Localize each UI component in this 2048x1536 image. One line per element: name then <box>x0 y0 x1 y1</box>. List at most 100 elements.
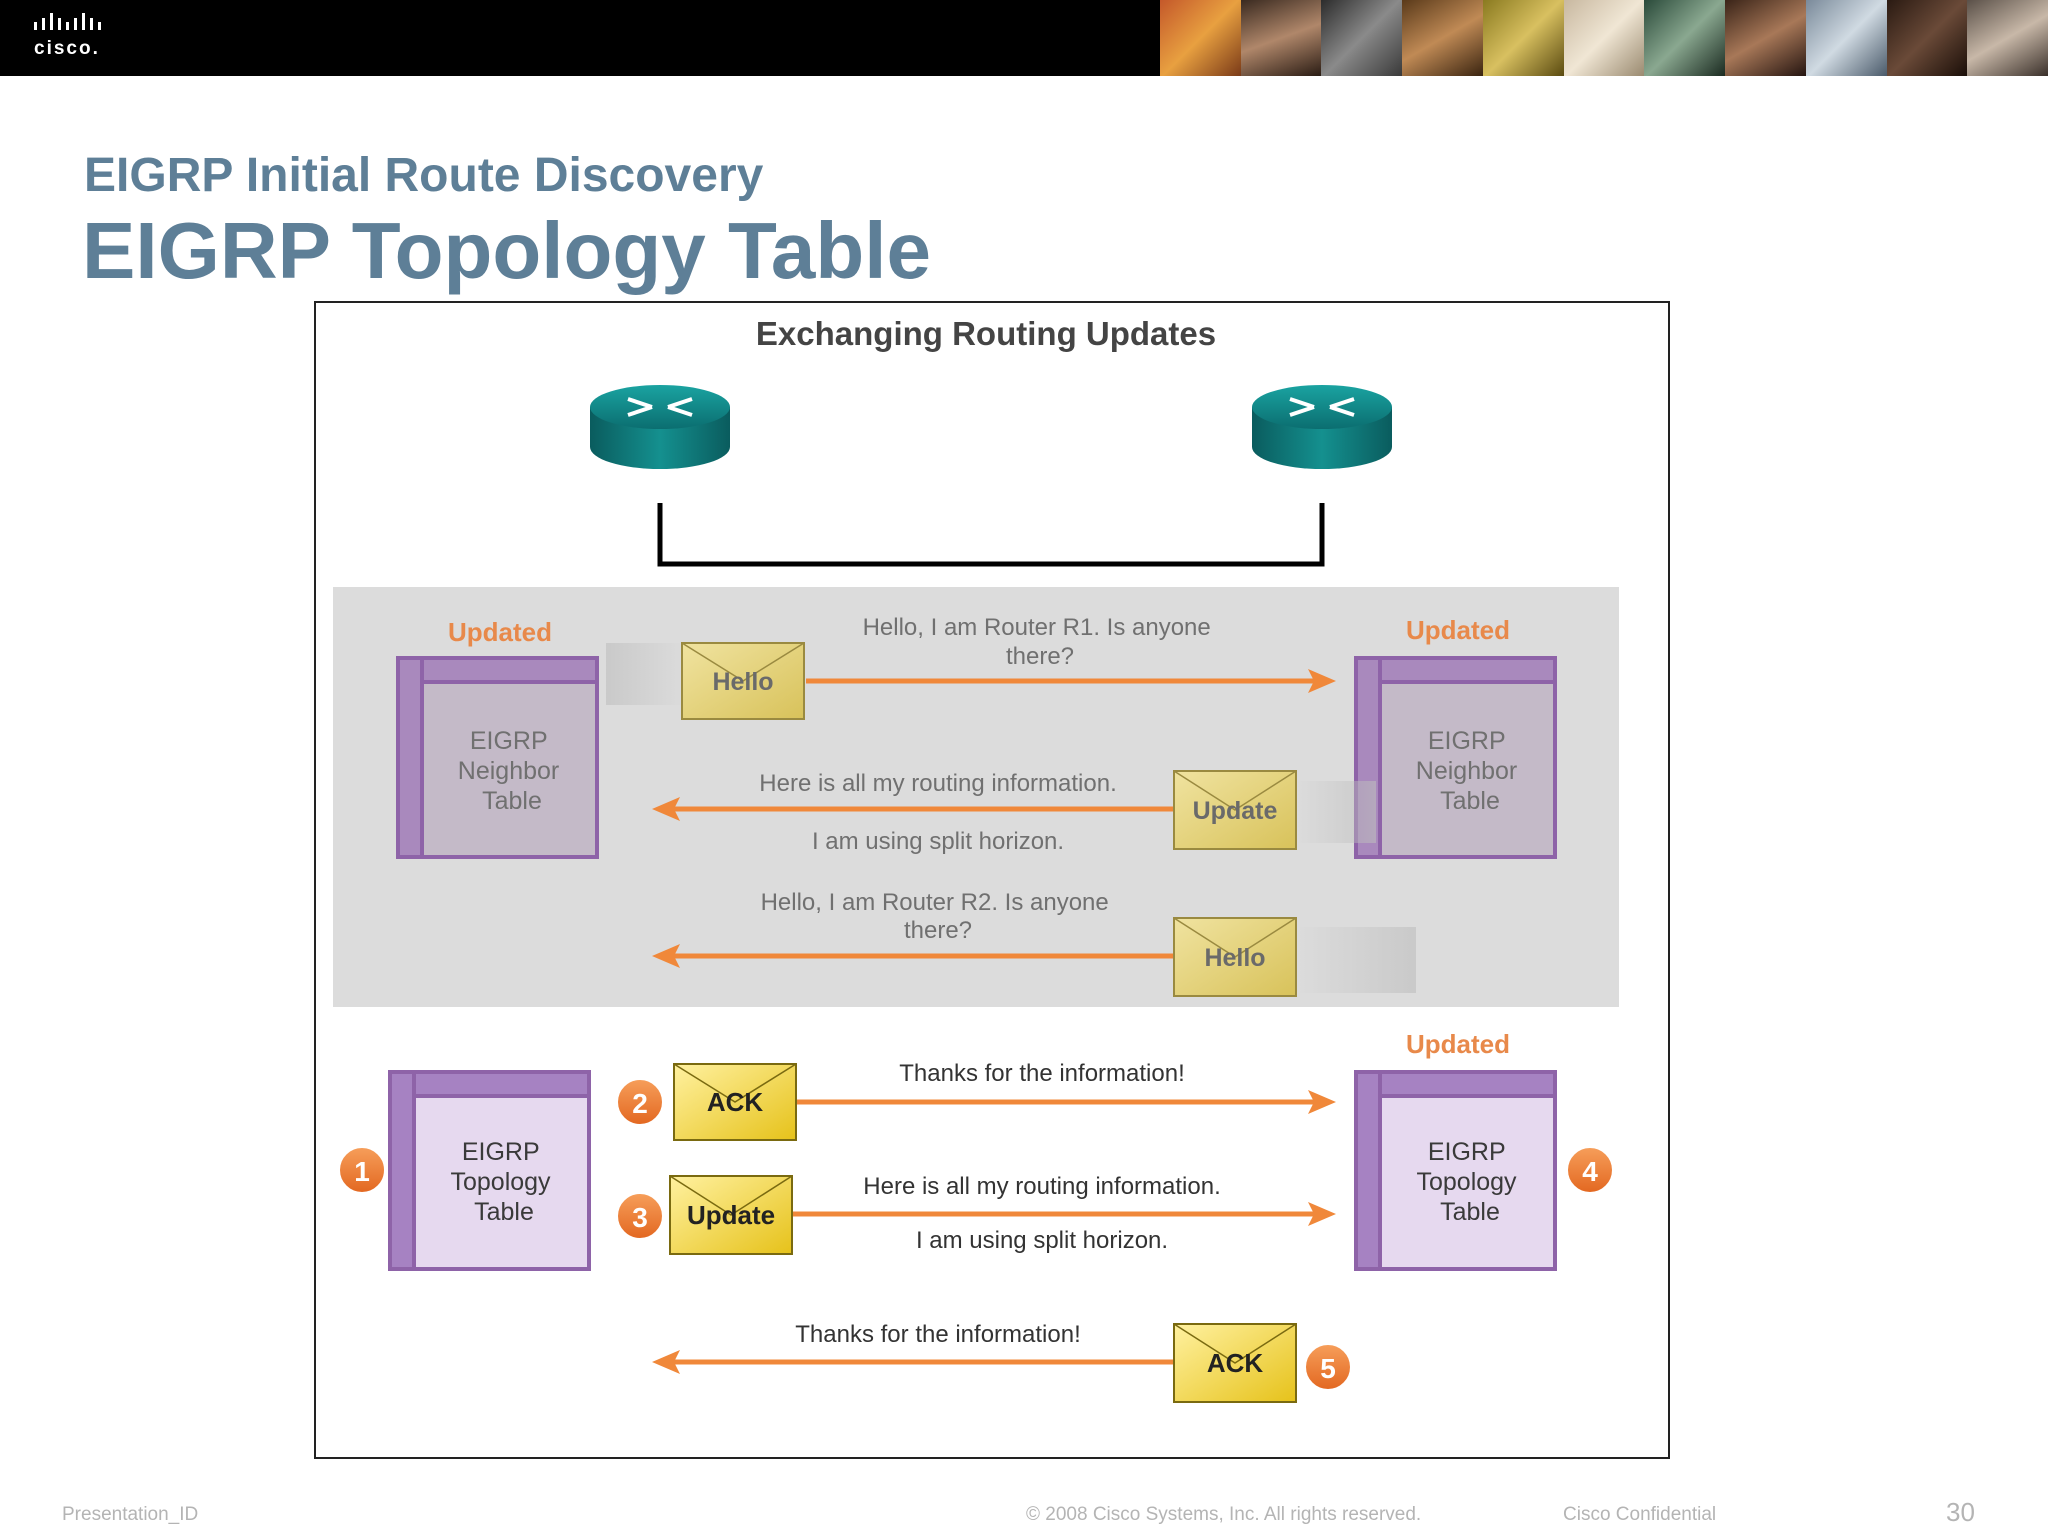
arrow-head-right <box>1308 1090 1336 1114</box>
neighbor-table-r2: EIGRP Neighbor Table <box>1354 656 1557 859</box>
table-body <box>1354 656 1557 859</box>
photo-tile <box>1160 0 1241 76</box>
slide-subtitle: EIGRP Initial Route Discovery <box>84 149 764 202</box>
message-line: Thanks for the information! <box>795 1321 1080 1348</box>
table-header-band <box>1354 656 1557 684</box>
photo-tile <box>1482 0 1564 76</box>
motion-trail <box>1296 781 1376 843</box>
table-text-line: Table <box>474 1198 534 1226</box>
photo-tile <box>1563 0 1645 76</box>
topology-table-r1: EIGRP Topology Table <box>388 1070 591 1271</box>
page-number: 30 <box>1946 1497 1975 1527</box>
table-side-band <box>388 1070 416 1271</box>
motion-trail <box>1296 927 1416 993</box>
step-marker-2: 2 <box>614 1076 666 1128</box>
step-number: 4 <box>1582 1156 1598 1187</box>
arrow-head-left <box>652 944 680 968</box>
arrow-head-left <box>652 797 680 821</box>
photo-tile <box>1321 0 1403 76</box>
cisco-bars-icon <box>34 13 101 30</box>
table-text-line: EIGRP <box>1428 727 1505 755</box>
step-marker-1: 1 <box>336 1144 388 1196</box>
step-number: 5 <box>1320 1353 1336 1384</box>
neighbor-table-r1: EIGRP Neighbor Table <box>396 656 599 859</box>
table-side-band <box>1354 1070 1382 1271</box>
message-line: Hello, I am Router R1. Is anyone <box>863 614 1211 641</box>
updated-label-r2-topology: Updated <box>1406 1029 1510 1059</box>
updated-label-r2-neighbor: Updated <box>1406 615 1510 645</box>
router-arrows-icon <box>627 397 693 417</box>
step-number: 1 <box>354 1156 370 1187</box>
packet-label: Hello <box>712 668 773 696</box>
footer-presentation-id: Presentation_ID <box>62 1504 199 1525</box>
ack-packet-r2: ACK <box>1173 1323 1297 1403</box>
photo-tile <box>1644 0 1726 76</box>
table-side-band <box>396 656 424 859</box>
motion-trail <box>606 643 686 705</box>
figure-heading: Exchanging Routing Updates <box>756 315 1216 352</box>
message-line: there? <box>1006 643 1074 670</box>
packet-label: Update <box>687 1200 775 1230</box>
table-text-line: EIGRP <box>470 727 547 755</box>
update-packet-r2: Update <box>1173 770 1297 850</box>
table-text-line: Table <box>1440 1198 1500 1226</box>
table-body <box>388 1070 591 1271</box>
hello-packet-r1: Hello <box>681 642 805 720</box>
router-label-r1: R1 <box>643 464 678 494</box>
updated-label-r1-neighbor: Updated <box>448 617 552 647</box>
message-line: there? <box>904 917 972 944</box>
table-header-band <box>1354 1070 1557 1098</box>
photo-tile <box>1886 0 1968 76</box>
packet-label: ACK <box>707 1087 764 1117</box>
router-top <box>1252 385 1392 429</box>
arrow-head-left <box>652 1350 680 1374</box>
arrow-head-right <box>1308 669 1336 693</box>
step-number: 3 <box>632 1202 648 1233</box>
message-line: Here is all my routing information. <box>759 770 1116 797</box>
svg-text:EIGRP Topology: EIGRP Topology Table <box>1416 1138 1523 1226</box>
table-text-line: Table <box>1440 787 1500 815</box>
photo-tile <box>1725 0 1806 76</box>
eigrp-figure: Exchanging Routing Updates R1 <box>314 301 1670 1459</box>
table-text-line: EIGRP <box>1428 1138 1505 1166</box>
svg-text:EIGRP Neighbor: EIGRP Neighbor Table <box>458 727 566 815</box>
slide-title: EIGRP Topology Table <box>82 206 931 295</box>
table-text-line: Neighbor <box>458 757 559 785</box>
message-line: I am using split horizon. <box>916 1227 1168 1254</box>
table-text-line: EIGRP <box>462 1138 539 1166</box>
message-line: Here is all my routing information. <box>863 1173 1220 1200</box>
topology-table-r2: EIGRP Topology Table <box>1354 1070 1557 1271</box>
message-line: Hello, I am Router R2. Is anyone <box>761 889 1109 916</box>
eigrp-diagram-svg: Exchanging Routing Updates R1 <box>333 315 1619 1403</box>
table-header-band <box>396 656 599 684</box>
footer-copyright: © 2008 Cisco Systems, Inc. All rights re… <box>1026 1504 1422 1525</box>
photo-tile <box>1967 0 2048 76</box>
footer-confidential: Cisco Confidential <box>1563 1504 1717 1525</box>
svg-text:EIGRP Topology: EIGRP Topology Table <box>450 1138 557 1226</box>
update-packet-r1: Update <box>669 1175 793 1255</box>
packet-label: Hello <box>1204 944 1265 972</box>
router-r1: R1 <box>590 385 730 494</box>
cisco-logo: cisco. <box>28 12 128 64</box>
photo-tile <box>1805 0 1887 76</box>
table-text-line: Topology <box>450 1168 551 1196</box>
packet-label: ACK <box>1207 1348 1264 1378</box>
table-text-line: Neighbor <box>1416 757 1517 785</box>
message-line: Thanks for the information! <box>899 1060 1184 1087</box>
svg-text:Hello, I am Router R2. Is anyo: Hello, I am Router R2. Is anyone there? <box>761 889 1116 944</box>
router-top <box>590 385 730 429</box>
svg-text:EIGRP Neighbor: EIGRP Neighbor Table <box>1416 727 1524 815</box>
header-bar: cisco. <box>0 0 2048 76</box>
message-line: I am using split horizon. <box>812 828 1064 855</box>
step-marker-3: 3 <box>614 1190 666 1242</box>
router-link <box>657 503 1325 567</box>
router-label-r2: R2 <box>1305 464 1340 494</box>
ack-packet-r1: ACK <box>673 1063 797 1141</box>
header-photo-strip <box>1160 0 2048 76</box>
table-text-line: Table <box>482 787 542 815</box>
hello-packet-r2: Hello <box>1173 917 1297 997</box>
photo-tile <box>1240 0 1322 76</box>
router-r2: R2 <box>1252 385 1392 494</box>
cisco-wordmark: cisco. <box>34 38 100 59</box>
svg-text:Hello, I am Router R1. Is anyo: Hello, I am Router R1. Is anyone there? <box>863 614 1218 670</box>
